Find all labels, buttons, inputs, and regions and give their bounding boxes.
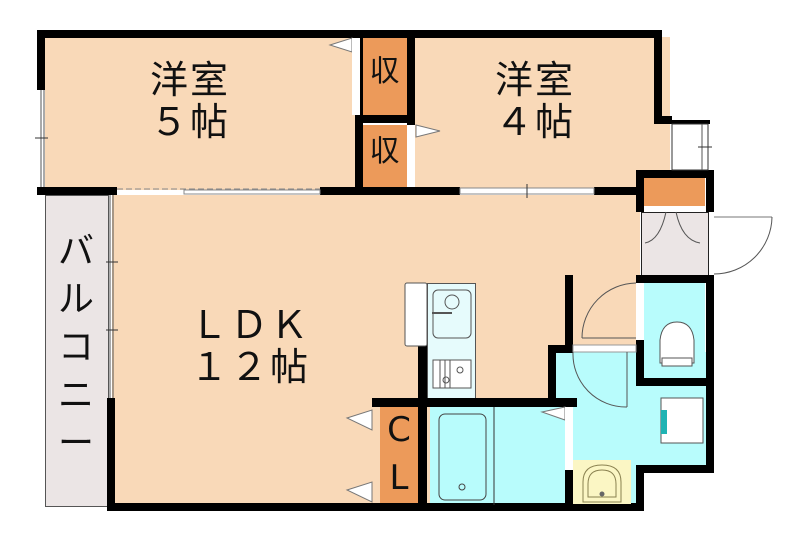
wall (320, 187, 460, 195)
storage-1 (362, 37, 407, 115)
entrance (641, 212, 709, 276)
shoe-cabinet (643, 178, 705, 206)
wall (706, 275, 714, 472)
balcony-label: バ ル コ ニ ー (52, 228, 100, 468)
room-label-western-5: 洋室 ５帖 (110, 58, 270, 144)
wall (418, 345, 427, 400)
wall (636, 195, 644, 205)
wall (654, 116, 672, 124)
closet-label-l: L (389, 458, 409, 498)
balcony-char: コ (57, 327, 94, 368)
wall (548, 345, 556, 407)
wall (548, 345, 573, 353)
room-label-ldk: ＬＤＫ １２帖 (160, 303, 340, 389)
room-size: ４帖 (494, 99, 575, 144)
room-name: 洋室 (494, 58, 575, 102)
wall (418, 398, 427, 508)
wall (107, 503, 637, 511)
closet-label-c: C (387, 410, 411, 450)
balcony-char: ニ (57, 375, 94, 416)
wall (636, 170, 714, 178)
wall (594, 187, 644, 195)
wall (565, 275, 573, 345)
wall (636, 378, 714, 386)
balcony-char: バ (57, 231, 94, 272)
balcony-char: ー (57, 423, 94, 464)
wall (636, 340, 644, 385)
wall (37, 30, 662, 38)
wall (636, 465, 714, 473)
western-room-5-area (45, 37, 355, 190)
wall (636, 275, 714, 283)
room-size: ５帖 (149, 99, 230, 144)
wall (706, 170, 714, 212)
storage-label-1: 収 (369, 54, 400, 89)
ldk-upper-right (600, 125, 640, 195)
room-label-western-4: 洋室 ４帖 (455, 58, 615, 144)
wall (107, 398, 115, 511)
storage-2 (362, 125, 407, 187)
wall (654, 30, 662, 120)
wall (37, 30, 45, 90)
balcony-char: ル (57, 279, 94, 320)
room-size: １２帖 (189, 344, 310, 389)
wall (565, 470, 573, 510)
wall (636, 170, 644, 212)
room-name: 洋室 (149, 58, 230, 102)
room-name: ＬＤＫ (189, 303, 310, 347)
wall (355, 115, 415, 123)
bathroom (430, 407, 565, 505)
wall (37, 187, 117, 195)
closet (380, 407, 418, 505)
balcony (45, 195, 109, 507)
wall (636, 465, 644, 511)
wall (372, 398, 577, 407)
storage-label-2: 収 (369, 134, 400, 169)
wall (668, 120, 710, 124)
wall (636, 275, 644, 285)
